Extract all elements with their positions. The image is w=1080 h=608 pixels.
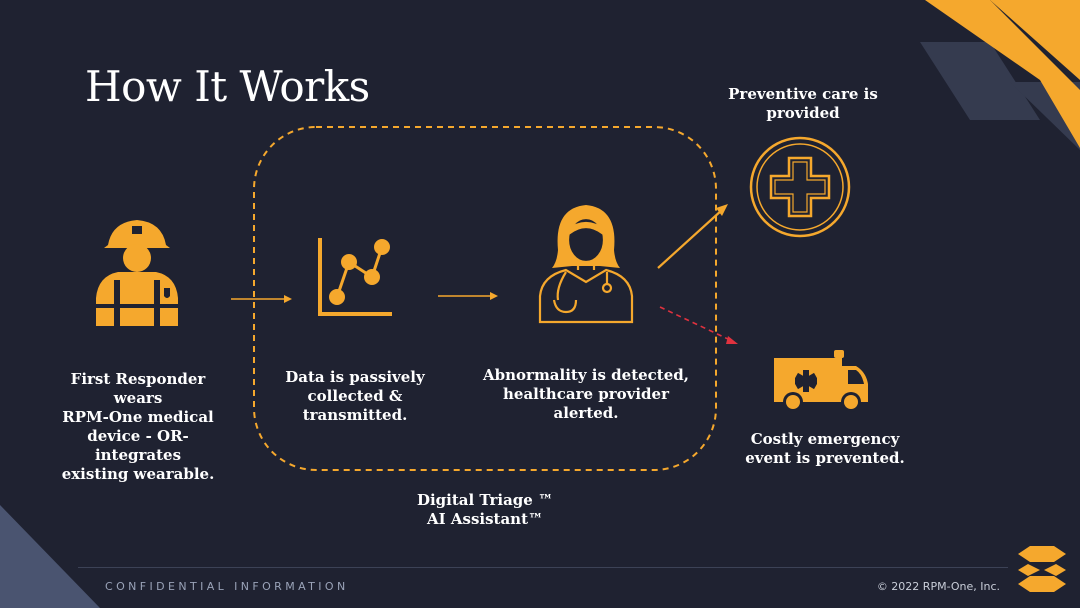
step-2-caption: Data is passively collected & transmitte… bbox=[285, 368, 425, 424]
triage-label: Digital Triage ™ AI Assistant™ bbox=[416, 491, 554, 528]
rpm-one-logo-icon bbox=[1018, 546, 1066, 592]
doctor-icon bbox=[538, 205, 634, 324]
slide-title: How It Works bbox=[85, 62, 370, 111]
firefighter-icon bbox=[96, 220, 178, 326]
ambulance-icon bbox=[774, 350, 868, 412]
corner-decor-bottom-left bbox=[0, 505, 100, 608]
medical-cross-icon bbox=[749, 136, 851, 238]
line-chart-icon bbox=[318, 238, 392, 316]
arrow-step1-to-step2 bbox=[231, 295, 292, 303]
arrow-step2-to-step3 bbox=[438, 292, 498, 300]
copyright-label: © 2022 RPM-One, Inc. bbox=[876, 580, 1000, 593]
arrow-to-preventive-care bbox=[657, 204, 728, 269]
arrow-to-emergency bbox=[659, 306, 738, 344]
footer-divider bbox=[78, 567, 1008, 568]
corner-decor-dark-top bbox=[920, 42, 1040, 120]
preventive-care-caption: Preventive care is provided bbox=[728, 85, 878, 122]
step-3-caption: Abnormality is detected, healthcare prov… bbox=[483, 366, 689, 422]
confidential-label: CONFIDENTIAL INFORMATION bbox=[105, 580, 349, 593]
step-1-caption: First Responder wears RPM-One medical de… bbox=[61, 370, 215, 483]
triage-boundary bbox=[253, 126, 717, 471]
emergency-prevented-caption: Costly emergency event is prevented. bbox=[745, 430, 905, 467]
corner-decor-accent-2 bbox=[990, 0, 1080, 80]
corner-decor-accent bbox=[925, 0, 1080, 148]
